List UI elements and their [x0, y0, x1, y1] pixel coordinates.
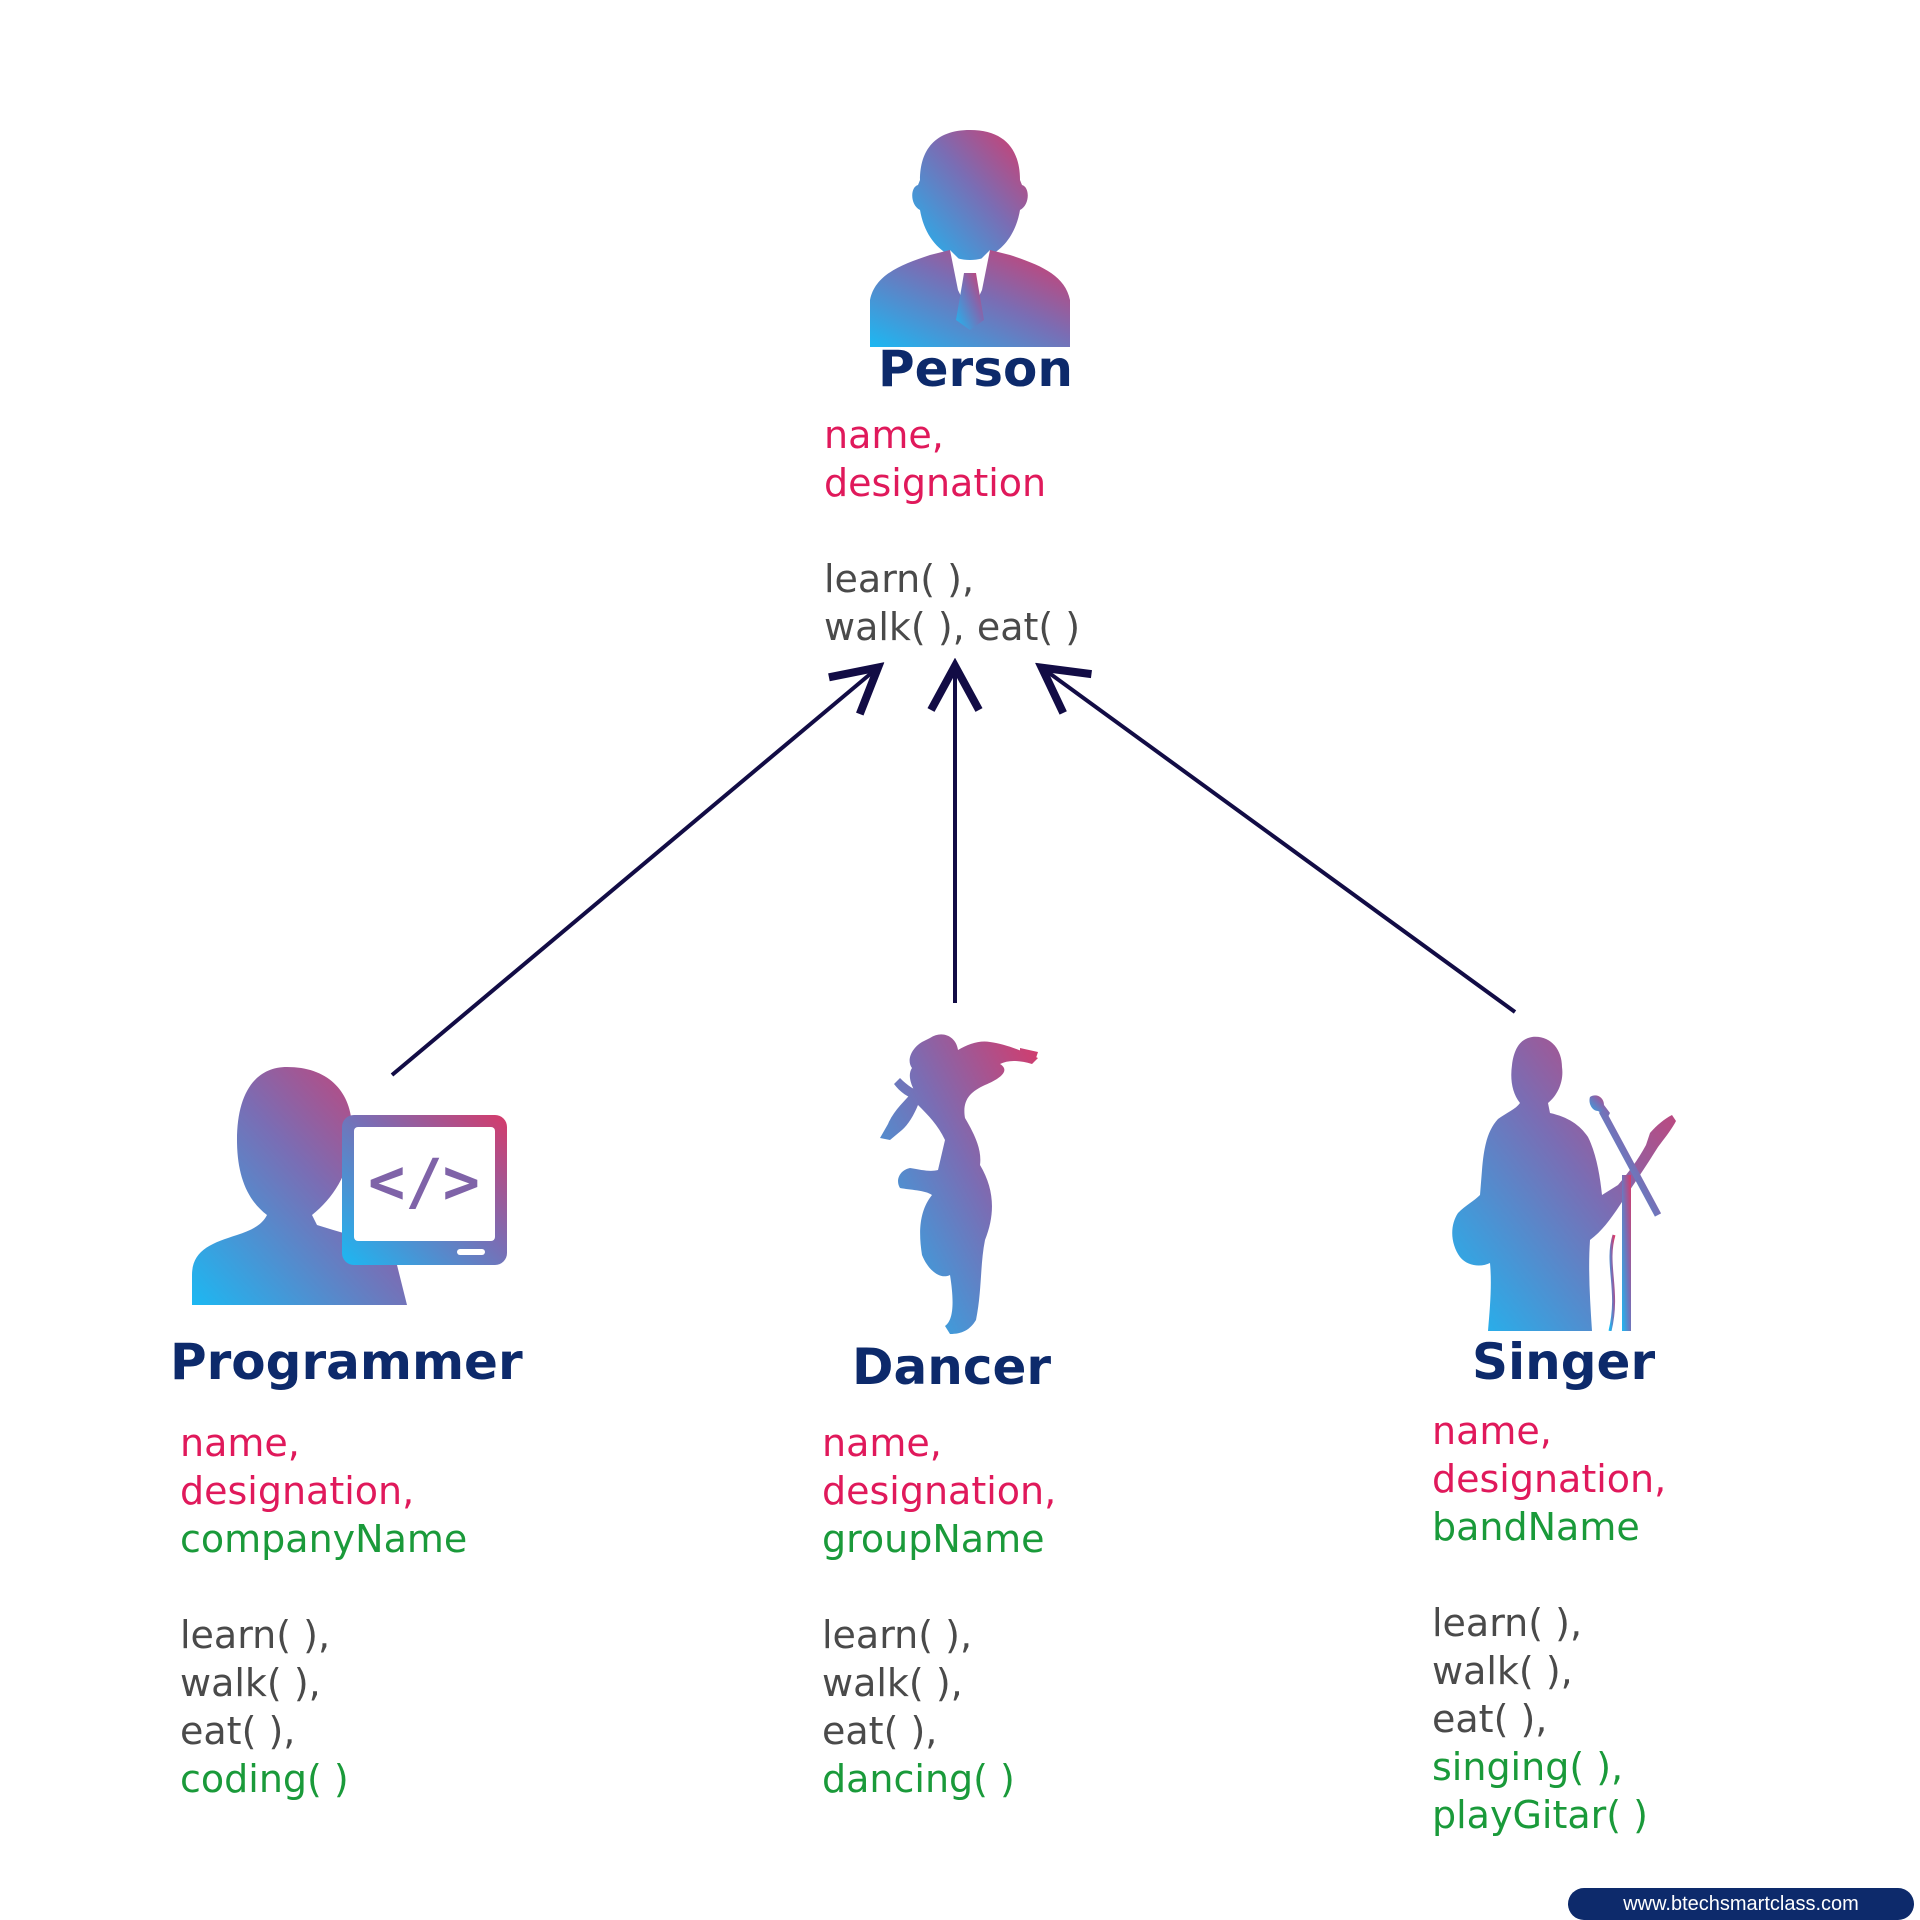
own-attribute: groupName — [822, 1517, 1045, 1561]
attribute: name, — [824, 413, 944, 457]
arrow-singer-to-person — [1045, 670, 1517, 1014]
attribute: designation, — [822, 1469, 1057, 1513]
own-method: dancing( ) — [822, 1757, 1015, 1801]
attribute: name, — [180, 1421, 300, 1465]
method: eat( ), — [822, 1709, 938, 1753]
dancer-icon — [880, 1034, 1038, 1334]
dancer-title: Dancer — [852, 1338, 1052, 1396]
dancer-members: name, designation, groupName learn( ), w… — [822, 1419, 1056, 1803]
method: walk( ), eat( ) — [824, 605, 1081, 649]
attribute: designation, — [180, 1469, 415, 1513]
own-attribute: companyName — [180, 1517, 468, 1561]
method: walk( ), — [1432, 1649, 1573, 1693]
own-attribute: bandName — [1432, 1505, 1640, 1549]
singer-members: name, designation, bandName learn( ), wa… — [1432, 1407, 1666, 1839]
attribute: name, — [1432, 1409, 1552, 1453]
own-method: coding( ) — [180, 1757, 349, 1801]
method: eat( ), — [180, 1709, 296, 1753]
method: learn( ), — [824, 557, 975, 601]
attribute: designation — [824, 461, 1047, 505]
attribute: name, — [822, 1421, 942, 1465]
method: learn( ), — [180, 1613, 331, 1657]
person-members: name, designation learn( ), walk( ), eat… — [824, 411, 1080, 651]
method: walk( ), — [822, 1661, 963, 1705]
programmer-members: name, designation, companyName learn( ),… — [180, 1419, 467, 1803]
singer-icon — [1452, 1036, 1676, 1331]
programmer-icon: </> — [192, 1067, 507, 1305]
own-method: playGitar( ) — [1432, 1793, 1648, 1837]
method: learn( ), — [1432, 1601, 1583, 1645]
method: eat( ), — [1432, 1697, 1548, 1741]
attribute: designation, — [1432, 1457, 1667, 1501]
person-icon — [870, 130, 1070, 347]
method: learn( ), — [822, 1613, 973, 1657]
programmer-title: Programmer — [170, 1333, 523, 1391]
svg-text:</>: </> — [368, 1145, 480, 1218]
singer-title: Singer — [1472, 1333, 1656, 1391]
own-method: singing( ), — [1432, 1745, 1624, 1789]
person-title: Person — [878, 340, 1073, 398]
website-badge[interactable]: www.btechsmartclass.com — [1568, 1888, 1914, 1920]
arrow-programmer-to-person — [390, 670, 875, 1077]
method: walk( ), — [180, 1661, 321, 1705]
